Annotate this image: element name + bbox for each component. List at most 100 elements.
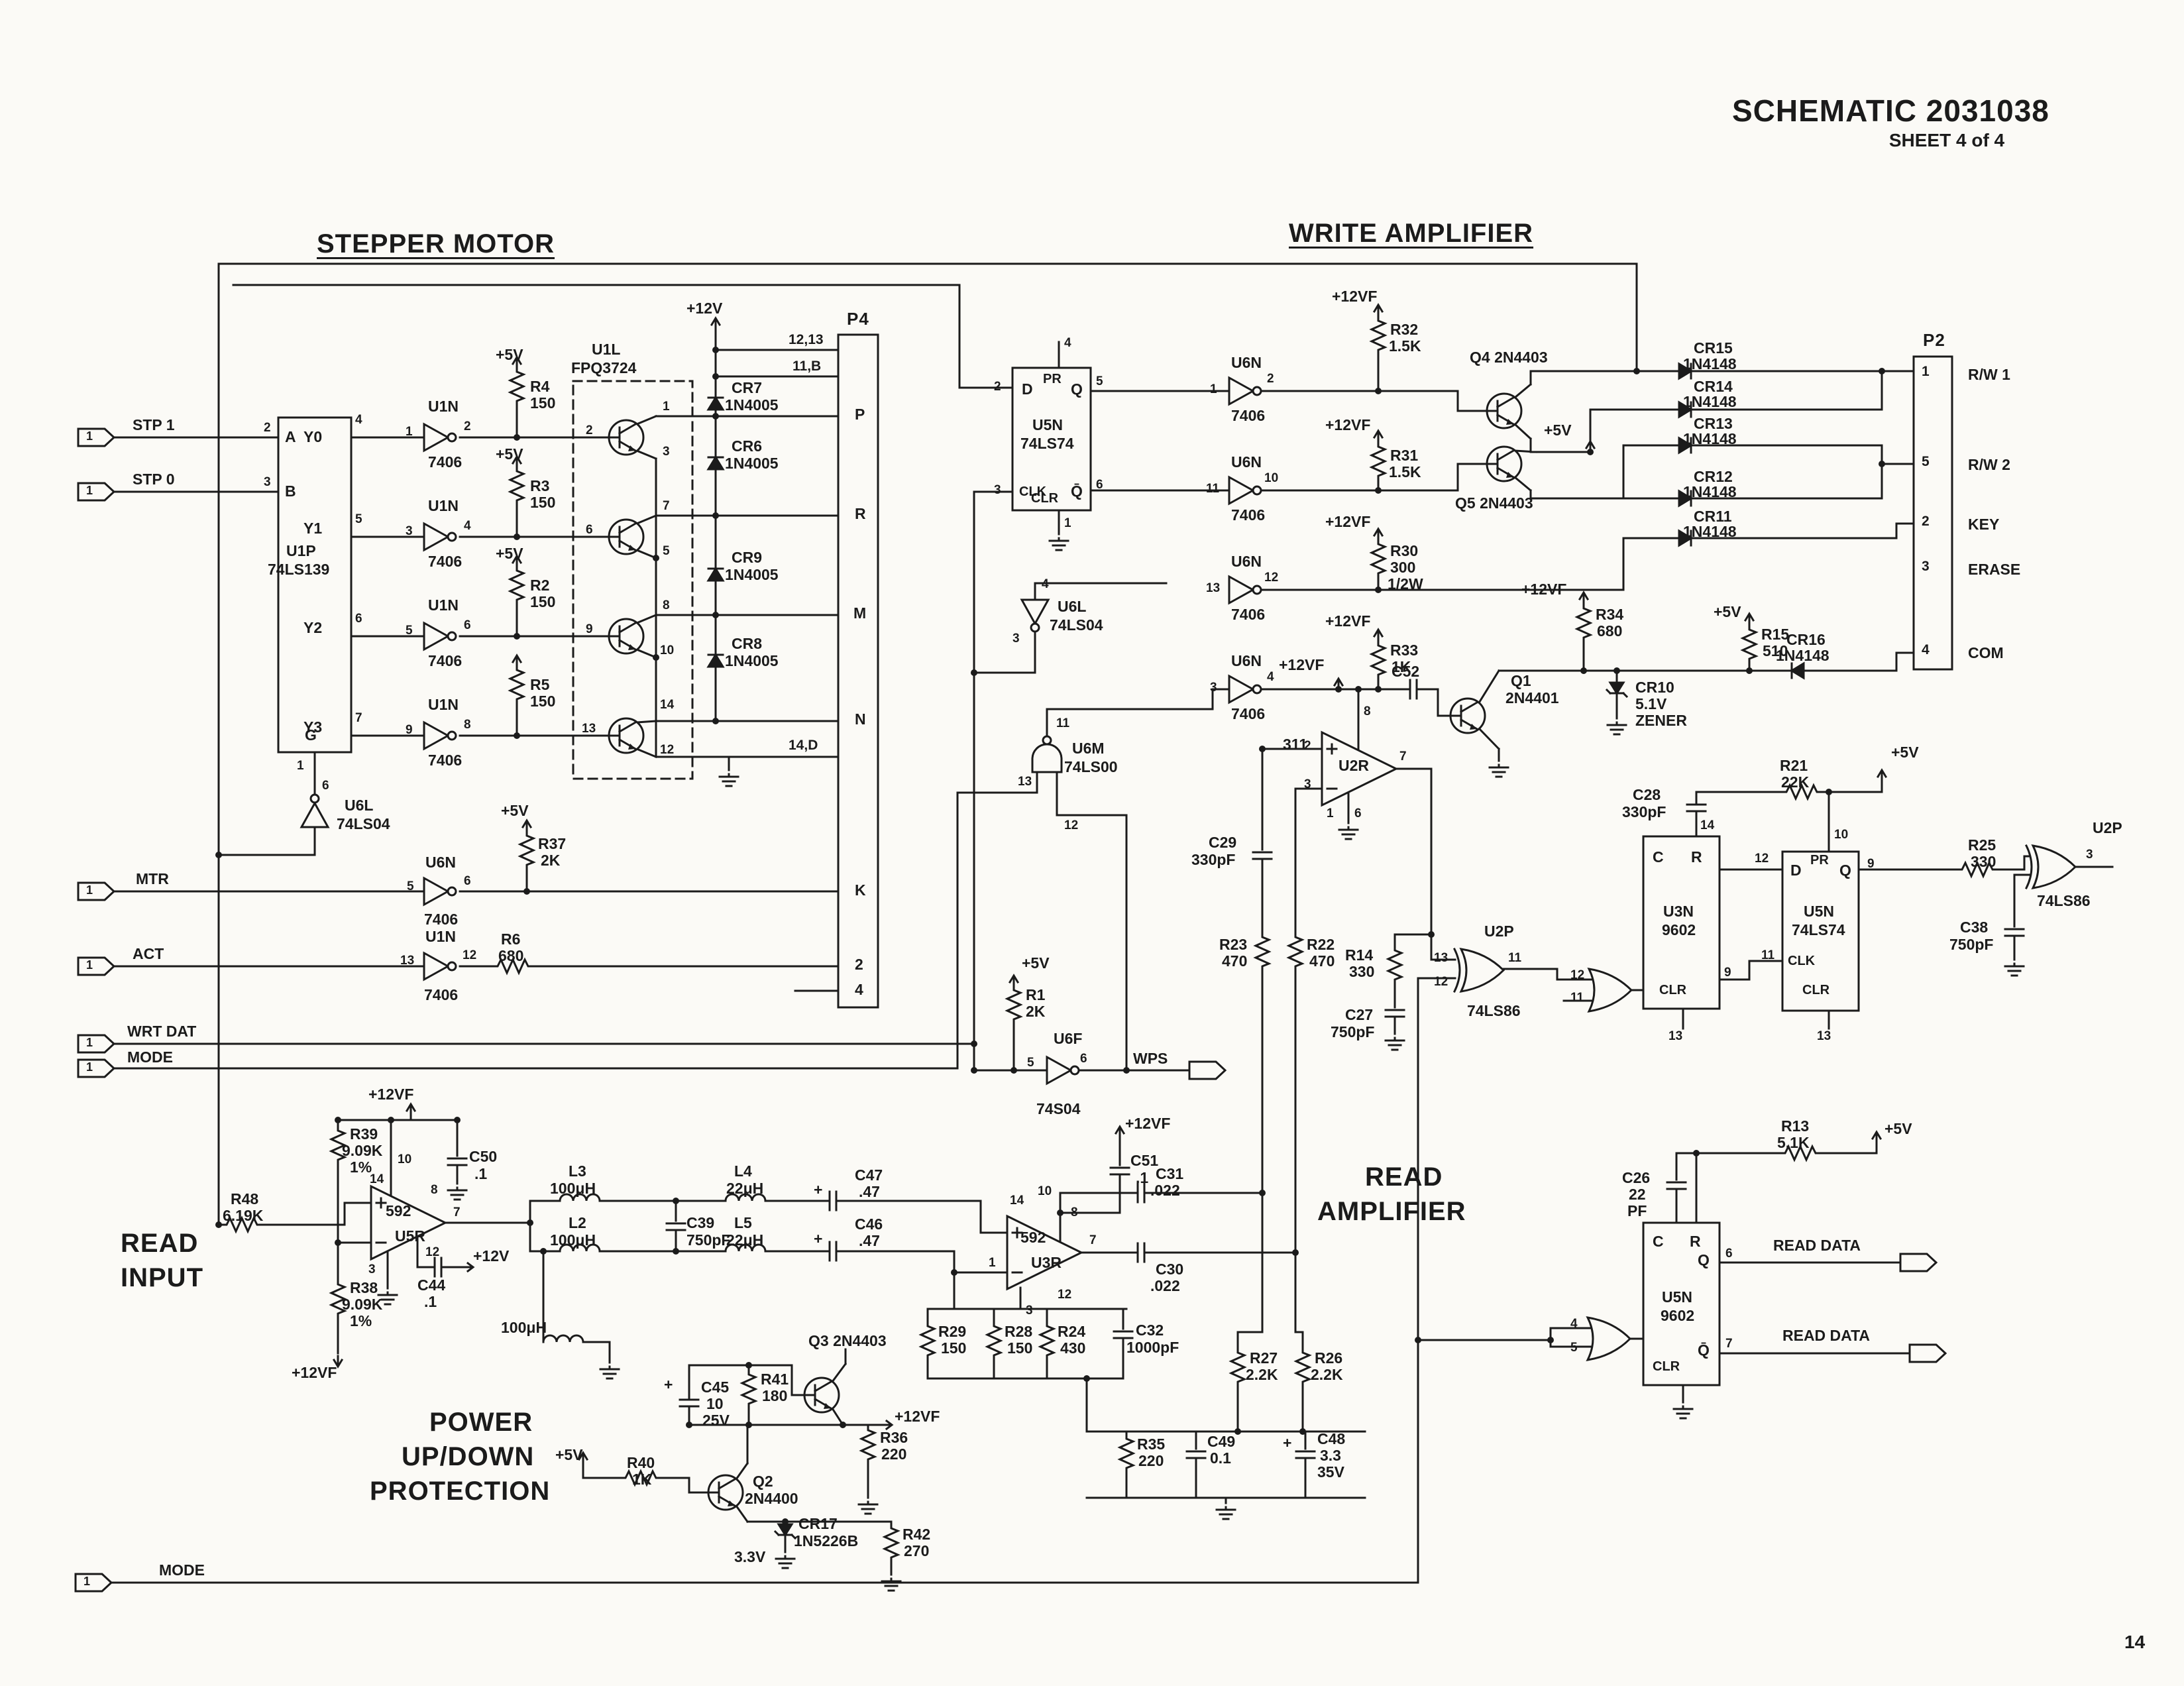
- label-2: 2: [855, 956, 863, 973]
- label-u6f: U6F: [1054, 1030, 1083, 1047]
- label-9-09k: 9.09K: [342, 1296, 383, 1313]
- label-11: 11: [1056, 716, 1070, 730]
- label-4: 4: [1064, 336, 1071, 350]
- label-r36: R36: [880, 1429, 908, 1446]
- label-u2r: U2R: [1338, 757, 1370, 774]
- ic-u1p-74ls139: [277, 416, 353, 754]
- junction-dot: [1879, 461, 1885, 467]
- label-6: 6: [1096, 478, 1103, 492]
- label-3: 3: [663, 445, 670, 459]
- label-3-3v: 3.3V: [734, 1548, 766, 1565]
- junction-dot: [1292, 1249, 1299, 1256]
- label-5v: +5V: [496, 346, 523, 363]
- label-7406: 7406: [428, 453, 463, 471]
- ground-symbol: [775, 1555, 796, 1569]
- junction-dot: [454, 1117, 461, 1123]
- junction-dot: [388, 1117, 394, 1123]
- label-12: 12: [1058, 1288, 1072, 1302]
- label-u3r: U3R: [1031, 1254, 1062, 1271]
- connector-read-data-2: [1908, 1343, 1947, 1363]
- label-1n5226b: 1N5226B: [794, 1532, 859, 1549]
- resistor-r27: [1230, 1347, 1246, 1386]
- label-13: 13: [1018, 775, 1032, 789]
- junction-dot: [1428, 931, 1435, 938]
- label-5v: +5V: [1884, 1120, 1912, 1137]
- schematic-title: SCHEMATIC 2031038: [1732, 93, 2049, 128]
- junction-dots: [215, 347, 1885, 1525]
- label-erase: ERASE: [1968, 561, 2021, 578]
- label-47: .47: [859, 1183, 880, 1200]
- label-mode: MODE: [127, 1048, 173, 1066]
- junction-dot: [540, 1248, 547, 1255]
- label-7406: 7406: [1231, 506, 1266, 524]
- label-y0: Y0: [303, 428, 323, 445]
- label-100-h: 100μH: [550, 1180, 596, 1197]
- label-4: 4: [355, 413, 362, 427]
- label-u1n: U1N: [425, 928, 457, 945]
- label-14: 14: [1700, 818, 1715, 832]
- label-1: 1: [297, 759, 304, 773]
- label-1: 1: [86, 1036, 93, 1049]
- label-10: 10: [398, 1152, 412, 1166]
- power-arrow-5v: [1009, 974, 1019, 987]
- junction-dot: [673, 1198, 679, 1204]
- label-m: M: [853, 604, 867, 622]
- resistor-r37: [519, 830, 535, 870]
- label-12-13: 12,13: [789, 332, 824, 347]
- label-12vf: +12VF: [1279, 656, 1325, 673]
- junction-dot: [527, 1219, 533, 1226]
- label-2: 2: [994, 380, 1001, 394]
- label-10: 10: [660, 644, 675, 657]
- label-stp-1: STP 1: [133, 416, 175, 433]
- label-14: 14: [370, 1172, 384, 1186]
- resistor-r29: [920, 1321, 936, 1360]
- label-1n4148: 1N4148: [1776, 647, 1829, 664]
- label-r32: R32: [1390, 321, 1419, 338]
- label-6: 6: [586, 523, 593, 537]
- label-1k: 1K: [632, 1471, 652, 1488]
- label-r26: R26: [1315, 1349, 1343, 1367]
- label-l5: L5: [734, 1214, 752, 1231]
- capacitor-c46: [828, 1241, 838, 1262]
- ic-u5n-74ls74-read: [1781, 850, 1860, 1012]
- label-1: .1: [474, 1165, 488, 1182]
- label-1k: 1K: [1392, 658, 1411, 675]
- label-3: 3: [1922, 559, 1930, 574]
- label-p2: P2: [1923, 330, 1945, 350]
- label-act: ACT: [133, 945, 164, 962]
- junction-dot: [686, 1422, 692, 1428]
- label-6-19k: 6.19K: [223, 1207, 264, 1224]
- capacitor-c30: [1136, 1242, 1146, 1263]
- junction-dot: [1587, 449, 1594, 455]
- label-5v: +5V: [555, 1446, 583, 1463]
- junction-dot: [514, 633, 520, 640]
- label-read-data: READ DATA: [1773, 1237, 1861, 1254]
- label-read: READ: [121, 1229, 199, 1258]
- junction-dot: [712, 347, 719, 353]
- label-4: 4: [1570, 1317, 1578, 1331]
- label-3: 3: [264, 475, 271, 489]
- label-22k: 22K: [1781, 773, 1810, 791]
- label-7406: 7406: [428, 752, 463, 769]
- label-9602: 9602: [1662, 921, 1696, 938]
- resistor-r42: [883, 1523, 899, 1562]
- label-cr8: CR8: [732, 635, 763, 652]
- label-l3: L3: [569, 1162, 586, 1180]
- power-arrow-5v: [1871, 1131, 1882, 1144]
- label-5v: +5V: [1891, 744, 1919, 761]
- label-1000pf: 1000pF: [1126, 1339, 1179, 1356]
- label-74s04: 74S04: [1036, 1100, 1081, 1117]
- label-c39: C39: [686, 1214, 715, 1231]
- junction-dot: [971, 669, 977, 676]
- label-22-h: 22μH: [726, 1231, 764, 1249]
- label-r27: R27: [1250, 1349, 1278, 1367]
- power-arrow-12vf: [1115, 1125, 1125, 1139]
- label-r: R: [1690, 1233, 1701, 1250]
- label-13: 13: [1206, 581, 1221, 595]
- junction-dot: [745, 1362, 752, 1369]
- label-r: R: [1691, 848, 1702, 866]
- junction-dot: [971, 1067, 977, 1074]
- label-8: 8: [663, 598, 670, 612]
- gate-u6n-w4: [1228, 675, 1262, 704]
